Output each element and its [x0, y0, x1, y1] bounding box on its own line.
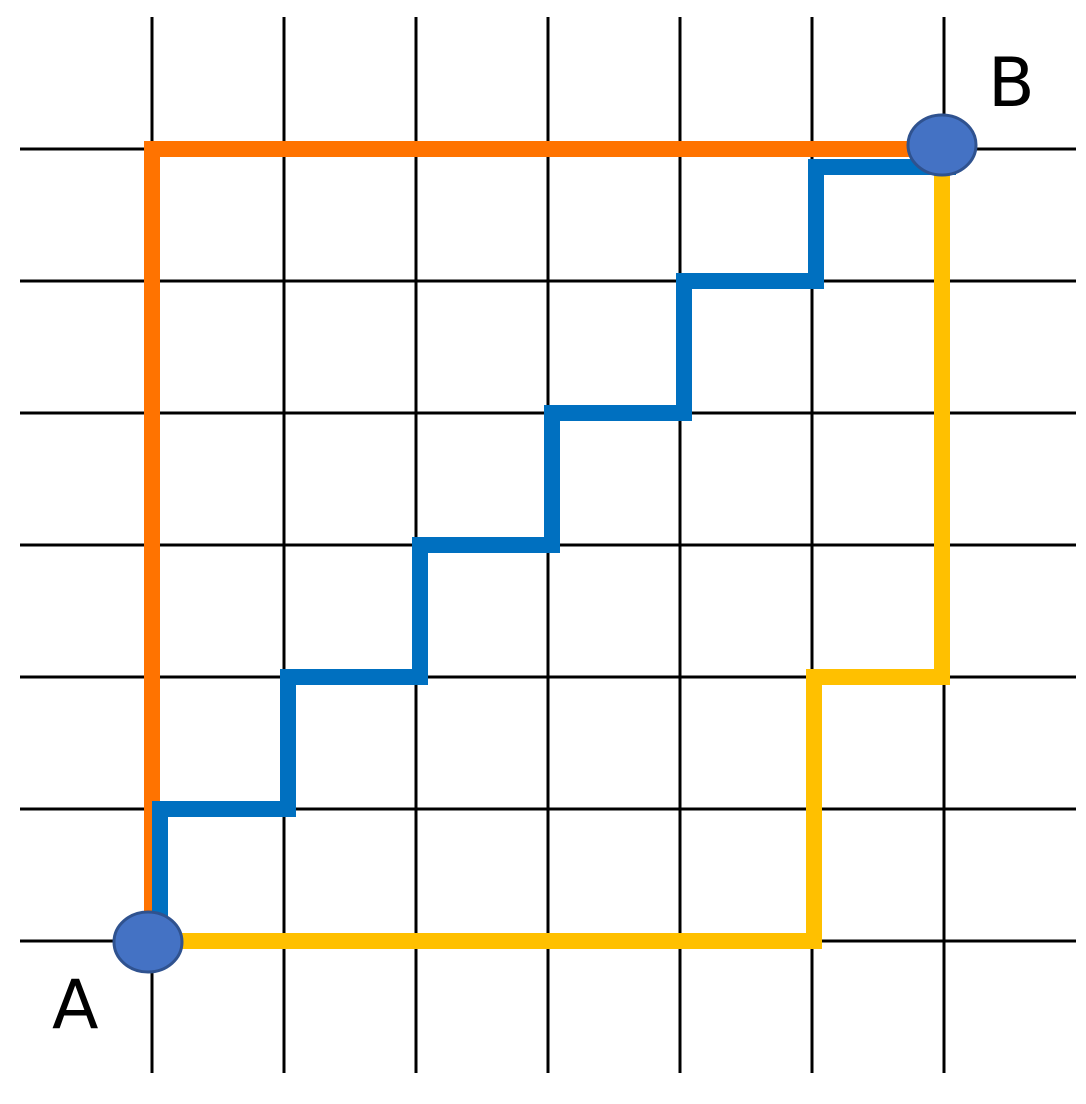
endpoint-b	[906, 113, 978, 177]
paths	[144, 141, 956, 949]
point-label-a: A	[52, 966, 99, 1045]
endpoints	[112, 113, 978, 974]
path-orange	[144, 141, 952, 949]
point-label-b: B	[988, 44, 1035, 123]
path-yellow	[144, 141, 950, 949]
path-blue	[152, 159, 956, 949]
endpoint-a	[112, 910, 184, 974]
